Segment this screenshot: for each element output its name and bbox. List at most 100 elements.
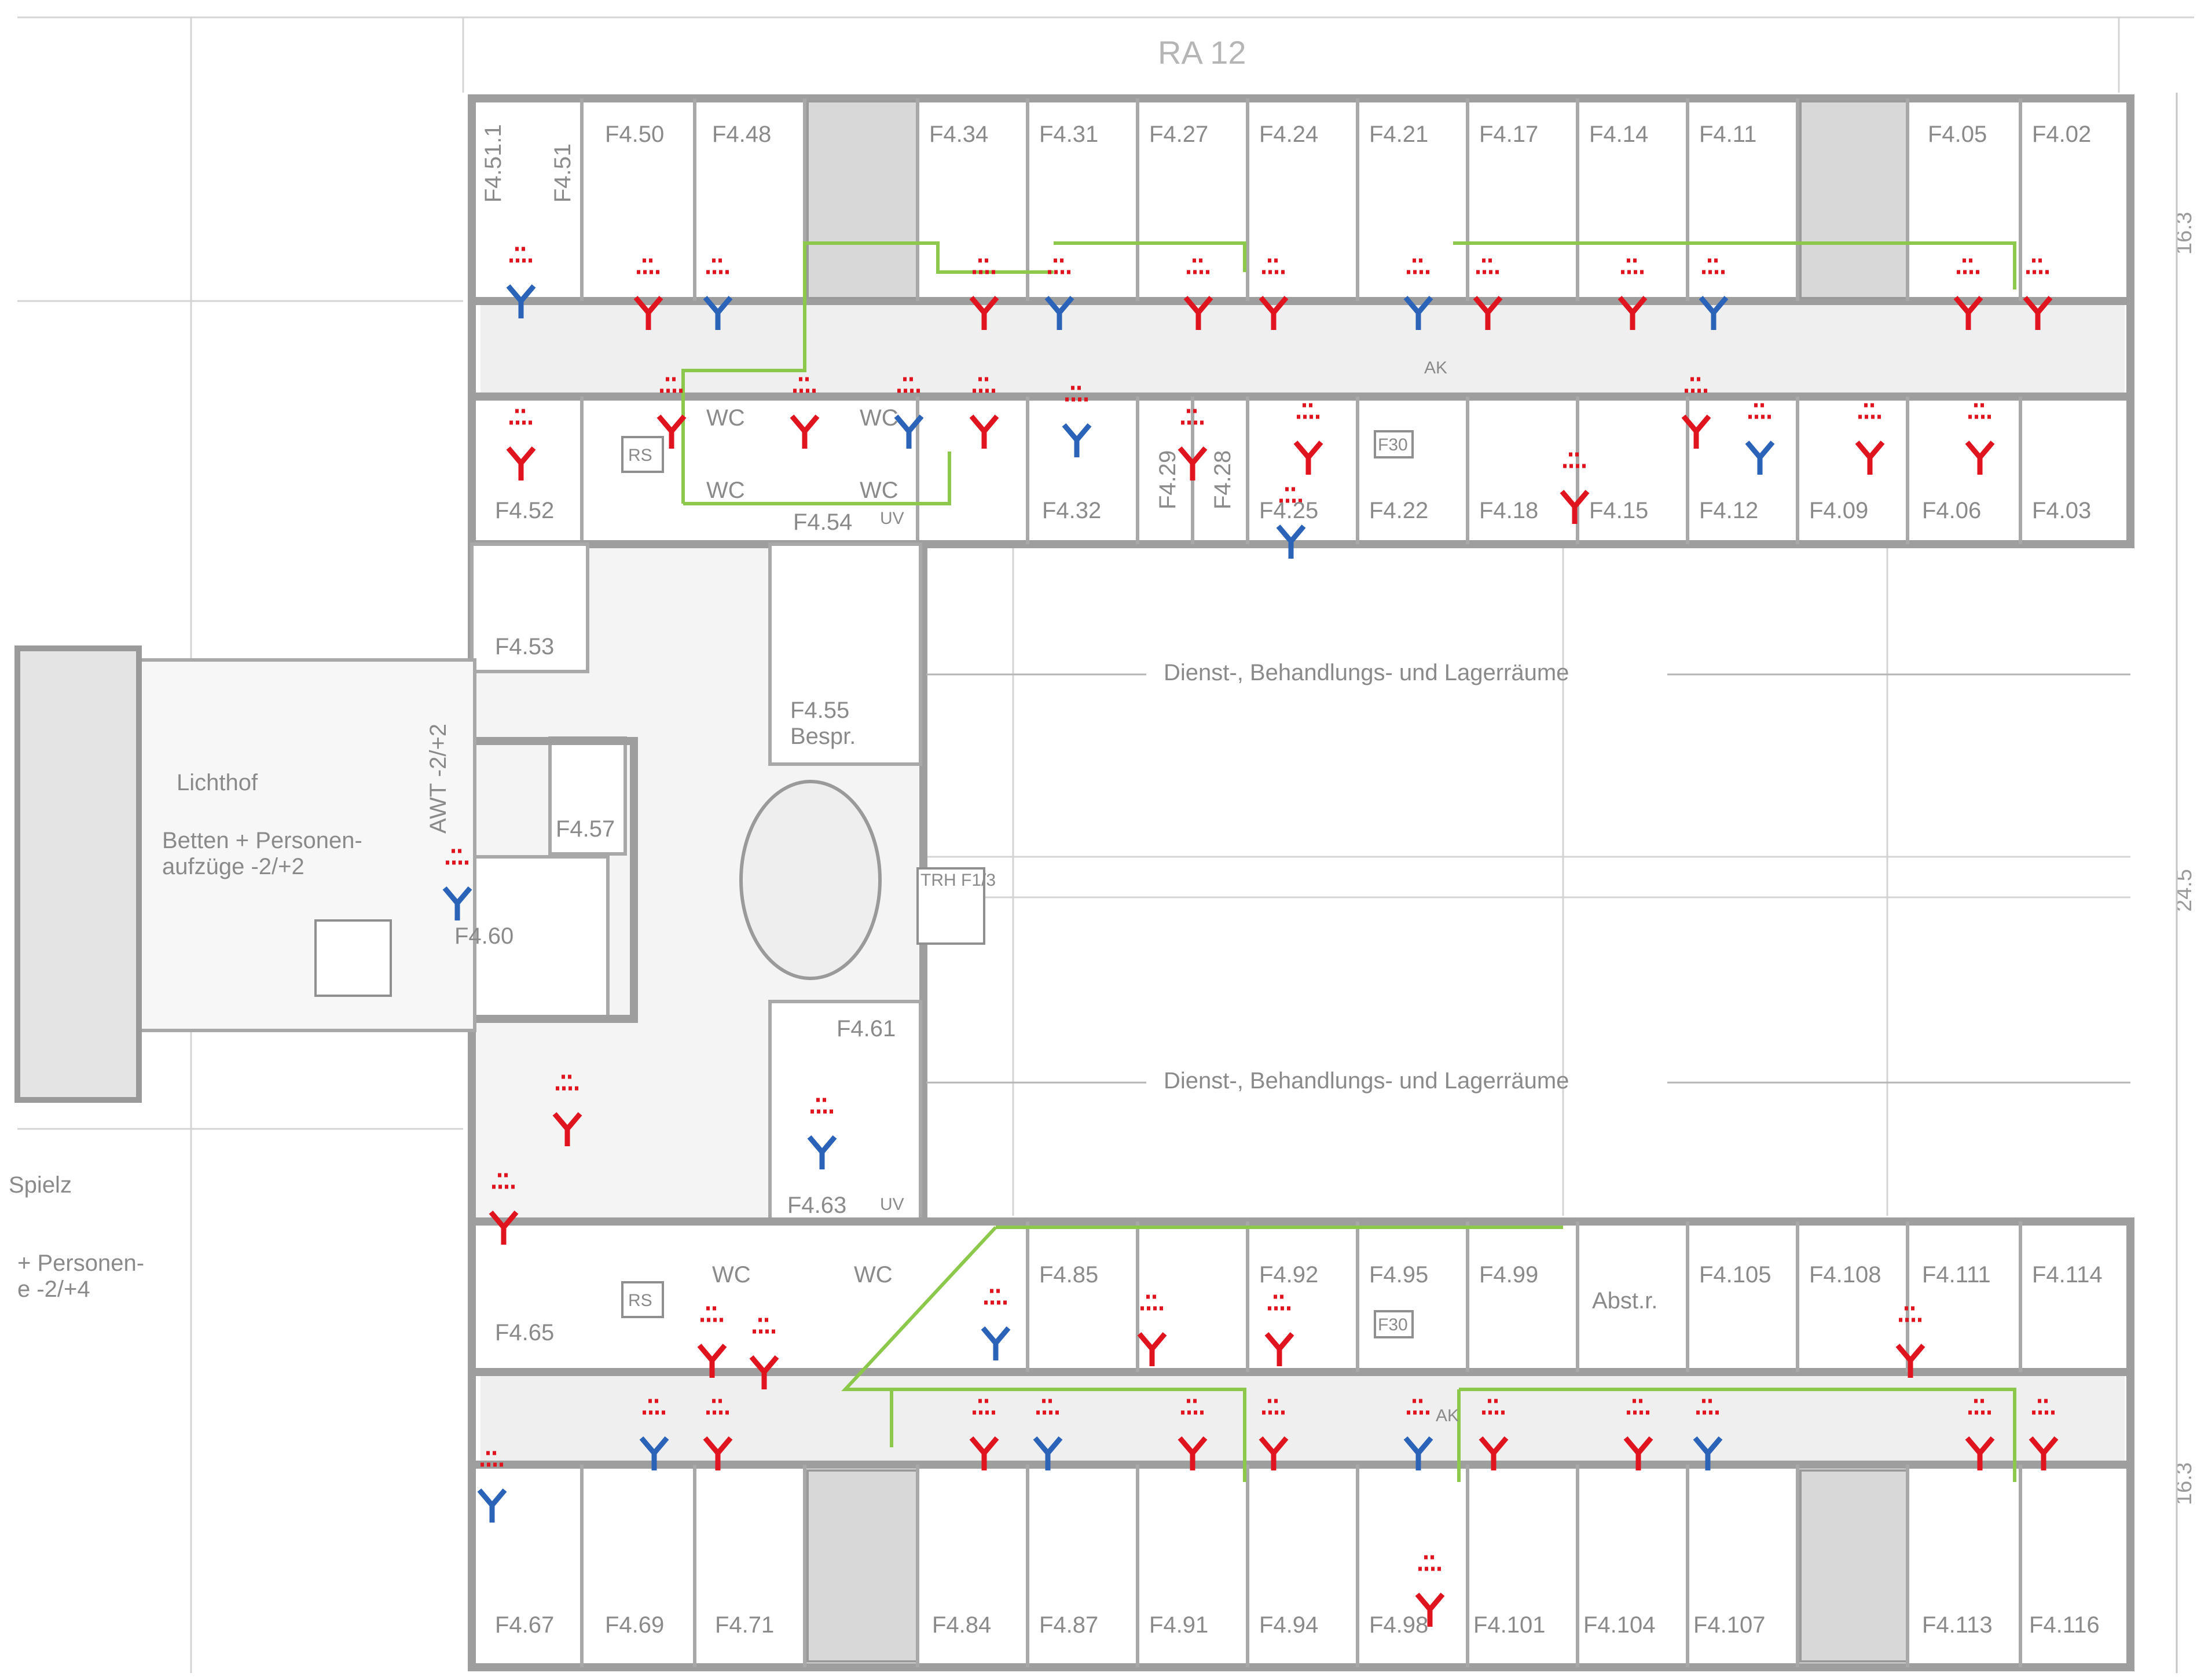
outlet-dots — [643, 1399, 666, 1415]
outlet-dots — [509, 247, 533, 263]
room-labels-south-top: WC WC F4.85 F4.92 F4.95 F4.99 Abst.r. F4… — [712, 1262, 2103, 1314]
header-label: RA 12 — [1158, 34, 1246, 71]
outlet-dots — [446, 849, 469, 865]
central-hub — [410, 540, 927, 1231]
room-label: F4.116 — [2029, 1612, 2100, 1638]
outlet-marker — [1479, 1436, 1509, 1470]
outlet-dots — [1297, 403, 1320, 419]
room-labels-central: F4.53 F4.55 Bespr. F4.57 F4.60 F4.61 F4.… — [426, 634, 896, 1345]
outlet-marker — [1699, 296, 1729, 330]
outlet-marker — [1560, 490, 1590, 524]
symbol-labels: RS RS AK AK F30 F30 UV UV TRH F1/3 — [621, 358, 1459, 1425]
outlet-marker — [697, 1344, 727, 1378]
room-label: F4.54 — [793, 509, 852, 535]
dimension-labels: 16.3 24.5 16.3 — [2172, 93, 2196, 1673]
outlet-dots — [706, 1399, 729, 1415]
outlet-dots — [1968, 403, 1991, 419]
room-label: F4.51.1 — [481, 124, 506, 203]
dimension-label: 16.3 — [2172, 212, 2196, 255]
room-label: F4.105 — [1699, 1262, 1771, 1287]
outlet-dots — [1279, 487, 1303, 503]
room-label: F4.60 — [454, 923, 514, 949]
room-label: F4.12 — [1699, 498, 1758, 523]
room-label: F4.27 — [1149, 122, 1208, 147]
room-label: F4.84 — [932, 1612, 991, 1638]
outlet-dots — [1748, 403, 1771, 419]
outlet-marker — [1415, 1593, 1445, 1627]
room-label: WC — [854, 1262, 893, 1287]
outlet-marker — [969, 1436, 999, 1470]
outlet-marker — [981, 1326, 1011, 1360]
outlet-marker — [749, 1355, 779, 1389]
outlet-dots — [706, 258, 729, 274]
outlet-marker — [1745, 441, 1775, 475]
outlet-dots — [1621, 258, 1644, 274]
room-label: WC — [706, 405, 745, 431]
room-label: F4.22 — [1369, 498, 1428, 523]
elevator-left-label-line1: + Personen- — [17, 1250, 144, 1276]
outlet-marker — [442, 886, 472, 920]
outlet-marker — [969, 415, 999, 449]
room-label: F4.32 — [1042, 498, 1101, 523]
room-label: Abst.r. — [1592, 1288, 1657, 1314]
outlet-dots — [1187, 258, 1210, 274]
symbol-label: TRH F1/3 — [920, 871, 996, 890]
outlet-dots — [1418, 1555, 1442, 1571]
room-label: F4.57 — [556, 816, 615, 842]
room-label: F4.95 — [1369, 1262, 1428, 1287]
room-label: F4.28 — [1210, 450, 1235, 509]
outlet-markers — [442, 247, 2059, 1627]
outlet-marker — [1178, 446, 1208, 480]
room-label: Bespr. — [790, 724, 856, 749]
room-labels-south-bottom: F4.67 F4.69 F4.71 F4.84 F4.87 F4.91 F4.9… — [495, 1612, 2100, 1638]
symbol-label: RS — [628, 446, 652, 465]
outlet-marker — [633, 296, 663, 330]
room-label: F4.104 — [1583, 1612, 1656, 1638]
outlet-marker — [1403, 296, 1433, 330]
outlet-dots — [2032, 1399, 2055, 1415]
outlet-marker — [790, 415, 820, 449]
outlet-marker — [1062, 423, 1092, 457]
outlet-dots — [1482, 1399, 1505, 1415]
outlet-marker — [639, 1436, 669, 1470]
symbol-label: F30 — [1378, 1315, 1408, 1334]
room-label: F4.06 — [1922, 498, 1981, 523]
room-label: F4.29 — [1155, 450, 1180, 509]
outlet-dots — [897, 377, 920, 393]
room-label: F4.14 — [1589, 122, 1648, 147]
outlet-dots — [793, 377, 816, 393]
symbol-label: F30 — [1378, 435, 1408, 454]
bridge — [14, 645, 476, 1103]
room-label: WC — [712, 1262, 751, 1287]
north-wing — [468, 94, 2134, 548]
outlet-dots — [973, 377, 996, 393]
symbol-label: RS — [628, 1291, 652, 1310]
grid-lines — [17, 16, 2194, 1673]
outlet-marker — [1276, 524, 1306, 559]
outlet-dots — [1181, 409, 1204, 425]
room-label: F4.99 — [1479, 1262, 1538, 1287]
outlet-dots — [1696, 1399, 1719, 1415]
room-label: WC — [860, 405, 898, 431]
outlet-dots — [481, 1451, 504, 1467]
outlet-dots — [753, 1318, 776, 1334]
spielzimmer-label: Spielz — [9, 1172, 72, 1198]
room-label: WC — [860, 478, 898, 503]
outlet-dots — [1702, 258, 1725, 274]
outlet-dots — [556, 1074, 579, 1091]
outlet-marker — [506, 284, 536, 318]
room-label: F4.94 — [1259, 1612, 1318, 1638]
supply-lines — [681, 241, 2016, 1482]
room-label: F4.111 — [1922, 1262, 1991, 1287]
room-label: F4.02 — [2032, 122, 2091, 147]
outlet-dots — [637, 258, 660, 274]
outlet-marker — [1953, 296, 1983, 330]
room-label: F4.61 — [837, 1016, 896, 1041]
courtyard-label: Lichthof — [177, 770, 258, 795]
outlet-dots — [660, 377, 683, 393]
outlet-marker — [1264, 1332, 1294, 1366]
outlet-marker — [1693, 1436, 1723, 1470]
outlet-dots — [1563, 452, 1586, 468]
room-label: F4.114 — [2032, 1262, 2103, 1287]
room-label: F4.51 — [550, 144, 575, 203]
